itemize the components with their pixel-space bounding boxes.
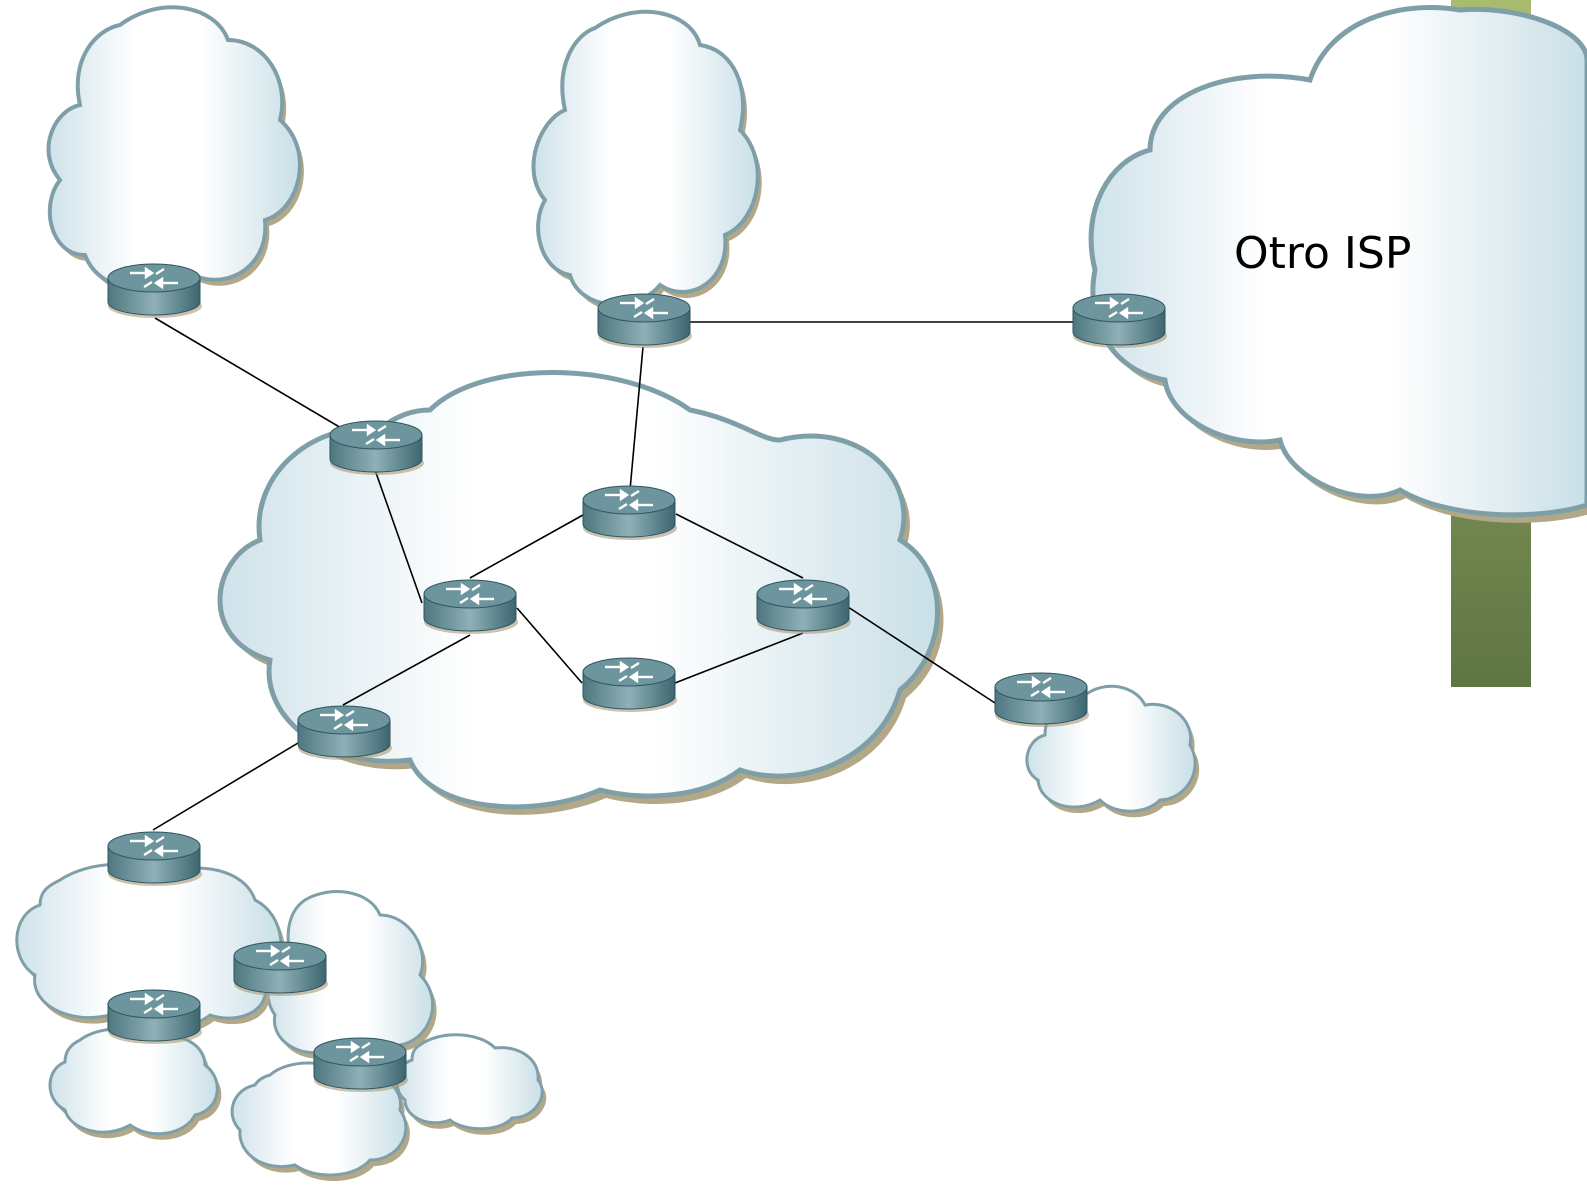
link-line bbox=[675, 513, 804, 579]
link-line bbox=[627, 346, 644, 513]
router-icon bbox=[106, 262, 202, 320]
link-line bbox=[516, 607, 583, 684]
link-line bbox=[847, 606, 996, 704]
link-line bbox=[342, 634, 471, 706]
cloud-icon bbox=[1088, 5, 1587, 518]
router-icon bbox=[106, 830, 202, 888]
cloud-icon bbox=[217, 370, 940, 810]
link-line bbox=[374, 469, 423, 604]
router-icon bbox=[755, 578, 851, 636]
router-icon bbox=[328, 419, 424, 477]
router-icon bbox=[596, 292, 692, 350]
router-icon bbox=[581, 484, 677, 542]
router-icon bbox=[232, 940, 328, 998]
link-line bbox=[469, 514, 584, 579]
link-line bbox=[154, 317, 376, 449]
router-icon bbox=[422, 578, 518, 636]
cloud-icon bbox=[395, 1033, 544, 1131]
cloud-icon bbox=[46, 5, 302, 292]
cloud-icon bbox=[531, 9, 760, 307]
router-icon bbox=[296, 704, 392, 762]
other-isp-label: Otro ISP bbox=[1234, 228, 1411, 279]
link-line bbox=[674, 632, 804, 684]
router-icon bbox=[106, 988, 202, 1046]
router-icon bbox=[993, 671, 1089, 729]
router-icon bbox=[581, 656, 677, 714]
cloud-icon bbox=[48, 1027, 219, 1136]
router-icon bbox=[312, 1036, 408, 1094]
router-icon bbox=[1071, 292, 1167, 350]
link-line bbox=[152, 739, 304, 831]
